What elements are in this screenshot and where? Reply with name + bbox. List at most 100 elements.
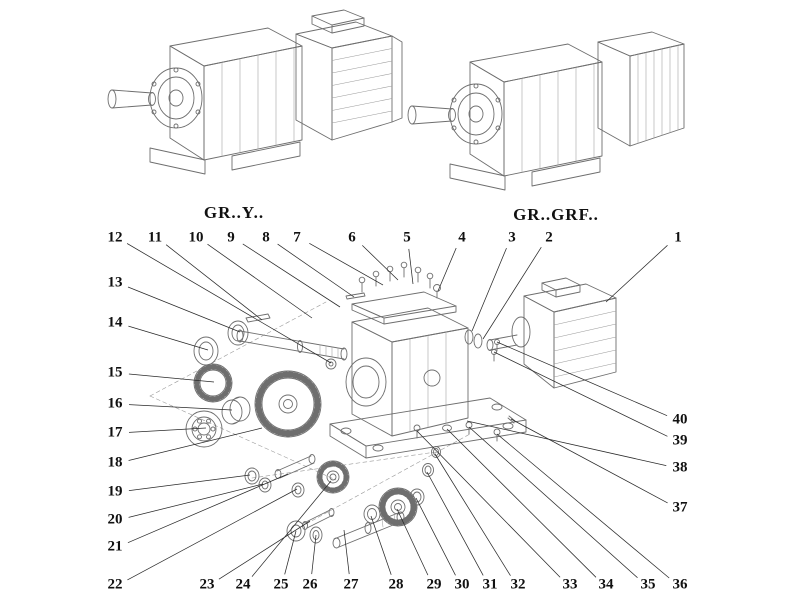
vent-plug bbox=[433, 284, 441, 299]
motor-flange bbox=[511, 316, 531, 348]
base-washer bbox=[442, 424, 452, 432]
leader-line-22 bbox=[127, 488, 298, 581]
callout-22: 22 bbox=[106, 576, 124, 593]
leader-line-4 bbox=[437, 247, 457, 292]
spacer-sleeve bbox=[221, 396, 251, 425]
leader-line-23 bbox=[218, 520, 311, 580]
small-key bbox=[345, 292, 366, 300]
callout-12: 12 bbox=[106, 229, 124, 246]
inspection-hole bbox=[423, 369, 441, 387]
bearing-ring bbox=[409, 488, 425, 506]
callout-13: 13 bbox=[106, 274, 124, 291]
leader-line-14 bbox=[128, 325, 209, 351]
motor-washers bbox=[464, 329, 483, 349]
leader-line-30 bbox=[415, 497, 456, 576]
stub-shaft bbox=[302, 508, 335, 530]
leader-line-2 bbox=[482, 246, 542, 340]
assembly-axis-lines bbox=[149, 301, 471, 525]
leader-line-15 bbox=[128, 373, 215, 383]
callout-20: 20 bbox=[106, 511, 124, 528]
bore-opening bbox=[345, 357, 387, 407]
shaft-key bbox=[245, 313, 271, 323]
callout-38: 38 bbox=[671, 459, 689, 476]
retaining-ring bbox=[244, 467, 260, 485]
leader-line-1 bbox=[605, 245, 668, 303]
seal-washer bbox=[227, 320, 249, 346]
mounting-base bbox=[329, 397, 527, 459]
gearmotor-gr-grf-drawing bbox=[407, 31, 685, 191]
callout-39: 39 bbox=[671, 432, 689, 449]
end-disc bbox=[286, 520, 306, 542]
callout-34: 34 bbox=[597, 576, 615, 593]
callout-1: 1 bbox=[673, 229, 683, 246]
terminal-box bbox=[311, 9, 365, 26]
leader-line-35 bbox=[468, 426, 638, 578]
callout-7: 7 bbox=[292, 229, 302, 246]
leader-line-10 bbox=[207, 243, 313, 319]
leader-line-19 bbox=[128, 474, 251, 491]
base-bolt-b bbox=[465, 421, 473, 435]
callout-32: 32 bbox=[509, 576, 527, 593]
callout-3: 3 bbox=[507, 229, 517, 246]
leader-line-7 bbox=[309, 242, 384, 286]
callout-30: 30 bbox=[453, 576, 471, 593]
foot-front bbox=[149, 147, 206, 175]
leader-line-26 bbox=[311, 534, 317, 575]
foot-rear bbox=[531, 157, 601, 187]
gearmotor-gr-y-drawing bbox=[107, 9, 403, 175]
callout-31: 31 bbox=[481, 576, 499, 593]
leader-line-13 bbox=[127, 286, 241, 333]
motor-fin-lines bbox=[553, 310, 617, 378]
leader-line-36 bbox=[496, 433, 670, 579]
variant-label-gr-y: GR..Y.. bbox=[203, 203, 265, 222]
leader-line-25 bbox=[284, 530, 297, 575]
motor-body bbox=[295, 9, 403, 141]
end-cover-ring bbox=[193, 336, 219, 366]
callout-9: 9 bbox=[226, 229, 236, 246]
gear-spacer bbox=[363, 504, 381, 524]
leader-line-32 bbox=[434, 453, 511, 576]
leader-line-18 bbox=[128, 427, 263, 461]
intermediate-gear bbox=[316, 460, 350, 494]
input-flange-cover bbox=[597, 31, 685, 147]
motor-fin-lines bbox=[331, 48, 393, 124]
callout-10: 10 bbox=[187, 229, 205, 246]
pinion-shaft bbox=[274, 454, 316, 479]
electric-motor bbox=[486, 277, 617, 389]
callout-23: 23 bbox=[198, 576, 216, 593]
callout-26: 26 bbox=[301, 576, 319, 593]
callout-6: 6 bbox=[347, 229, 357, 246]
leader-line-34 bbox=[446, 428, 597, 578]
callout-37: 37 bbox=[671, 499, 689, 516]
callout-35: 35 bbox=[639, 576, 657, 593]
leader-line-16 bbox=[128, 404, 233, 411]
callout-36: 36 bbox=[671, 576, 689, 593]
leader-line-40 bbox=[496, 341, 668, 417]
leader-line-33 bbox=[416, 430, 561, 578]
foot-front bbox=[449, 163, 506, 191]
callout-29: 29 bbox=[425, 576, 443, 593]
stud-pin bbox=[507, 415, 516, 424]
callout-11: 11 bbox=[146, 229, 164, 246]
leader-line-37 bbox=[510, 418, 668, 504]
washer bbox=[258, 477, 272, 493]
callout-19: 19 bbox=[106, 483, 124, 500]
exploded-view-drawing bbox=[149, 261, 617, 549]
output-gear bbox=[378, 487, 418, 527]
callout-8: 8 bbox=[261, 229, 271, 246]
plug bbox=[325, 358, 337, 370]
bolt-circle bbox=[151, 67, 201, 129]
leader-line-5 bbox=[408, 248, 414, 285]
leader-line-27 bbox=[343, 529, 350, 575]
leader-line-39 bbox=[493, 351, 668, 437]
ring bbox=[291, 482, 305, 498]
leader-line-24 bbox=[251, 480, 332, 577]
leader-line-3 bbox=[471, 247, 507, 332]
callout-40: 40 bbox=[671, 411, 689, 428]
leader-line-38 bbox=[466, 420, 667, 466]
leader-line-6 bbox=[362, 245, 399, 281]
callout-14: 14 bbox=[106, 314, 124, 331]
callout-24: 24 bbox=[234, 576, 252, 593]
leader-line-17 bbox=[128, 427, 207, 433]
